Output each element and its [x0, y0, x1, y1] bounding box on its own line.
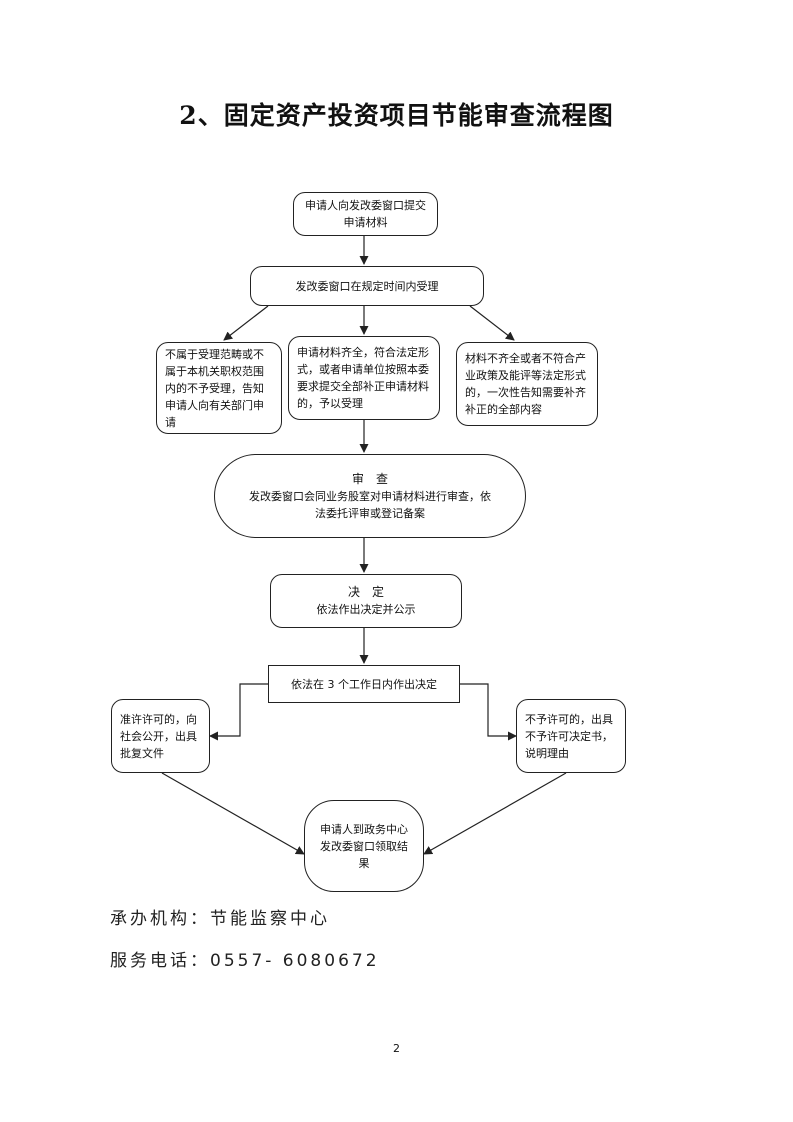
node-three-working-days: 依法在 3 个工作日内作出决定	[268, 665, 460, 703]
node-decide-title: 决 定	[347, 585, 384, 599]
arrow-approve-to-collect	[161, 772, 305, 855]
node-approve: 准许许可的，向社会公开，出具批复文件	[111, 699, 210, 773]
node-collect-result: 申请人到政务中心发改委窗口领取结果	[304, 800, 424, 892]
node-reject-out-of-scope: 不属于受理范畴或不属于本机关职权范围内的不予受理，告知申请人向有关部门申请	[156, 342, 282, 434]
node-collect-text: 申请人到政务中心发改委窗口领取结果	[320, 822, 408, 870]
node-accept-complete: 申请材料齐全，符合法定形式，或者申请单位按照本委要求提交全部补正申请材料的，予以…	[288, 336, 440, 420]
node-submit-text: 申请人向发改委窗口提交申请材料	[305, 199, 426, 229]
node-accept: 发改委窗口在规定时间内受理	[250, 266, 484, 306]
footer-phone: 服务电话：0557- 6080672	[110, 951, 380, 971]
node-decide-text: 依法作出决定并公示	[316, 603, 416, 616]
node-approve-text: 准许许可的，向社会公开，出具批复文件	[120, 712, 197, 760]
page-number: 2	[393, 1042, 400, 1055]
page-title: 2、固定资产投资项目节能审查流程图	[179, 101, 614, 130]
arrow-deny-to-collect	[423, 772, 567, 855]
node-accept-complete-text: 申请材料齐全，符合法定形式，或者申请单位按照本委要求提交全部补正申请材料的，予以…	[297, 346, 429, 410]
node-review-title: 审 查	[351, 471, 388, 486]
node-review-text: 发改委窗口会同业务股室对申请材料进行审查，依法委托评审或登记备案	[249, 489, 491, 520]
node-decide: 决 定 依法作出决定并公示	[270, 574, 462, 628]
node-deny: 不予许可的，出具不予许可决定书，说明理由	[516, 699, 626, 773]
node-three-days-text: 依法在 3 个工作日内作出决定	[291, 677, 437, 691]
node-accept-text: 发改委窗口在规定时间内受理	[295, 279, 439, 293]
arrow-3days-to-deny	[460, 683, 517, 741]
arrow-accept-to-incomplete	[469, 305, 515, 341]
node-incomplete-text: 材料不齐全或者不符合产业政策及能评等法定形式的，一次性告知需要补齐补正的全部内容	[465, 352, 586, 416]
node-deny-text: 不予许可的，出具不予许可决定书，说明理由	[525, 712, 613, 760]
node-submit-application: 申请人向发改委窗口提交申请材料	[293, 192, 438, 236]
node-review: 审 查 发改委窗口会同业务股室对申请材料进行审查，依法委托评审或登记备案	[214, 454, 526, 538]
node-reject-text: 不属于受理范畴或不属于本机关职权范围内的不予受理，告知申请人向有关部门申请	[165, 347, 264, 429]
arrow-accept-to-reject	[223, 305, 269, 341]
node-incomplete-materials: 材料不齐全或者不符合产业政策及能评等法定形式的，一次性告知需要补齐补正的全部内容	[456, 342, 598, 426]
arrow-3days-to-approve	[209, 683, 268, 741]
footer-agency: 承办机构：节能监察中心	[110, 909, 330, 929]
